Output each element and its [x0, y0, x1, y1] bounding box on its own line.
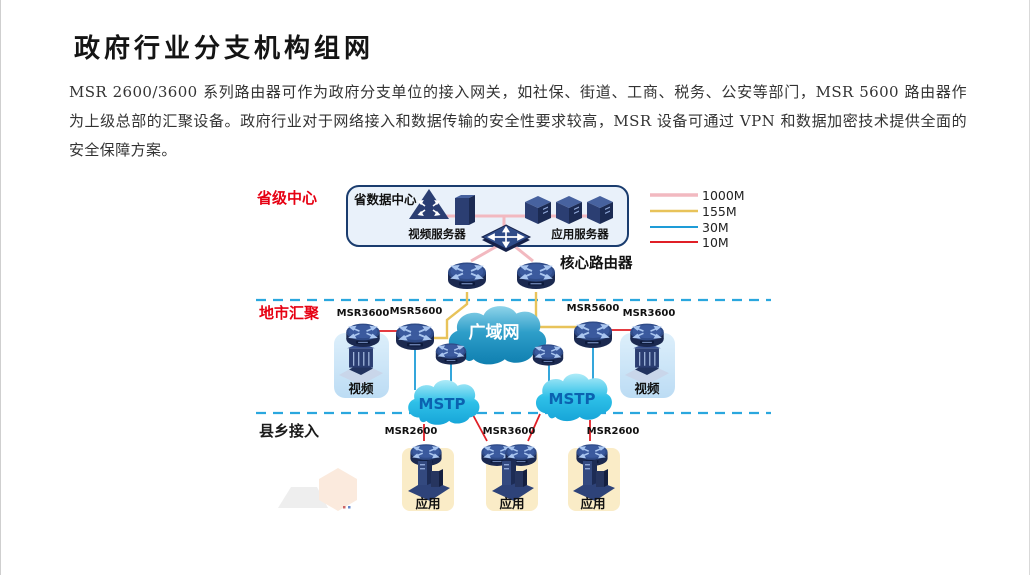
video-server-label: 视频服务器 [408, 227, 466, 241]
legend: 1000M 155M 30M 10M [650, 188, 745, 250]
watermark-mark-blue [348, 506, 351, 509]
city-router-icon-msr5600-right [573, 320, 613, 349]
city-router-label-msr3600-left: MSR3600 [337, 308, 390, 319]
section-label-county: 县乡接入 [259, 422, 319, 440]
section-label-provincial: 省级中心 [256, 189, 317, 207]
city-router-label-msr5600-right: MSR5600 [567, 303, 620, 314]
datacenter-label: 省数据中心 [353, 192, 417, 207]
watermark-shapes [278, 468, 357, 511]
app-server-label: 应用服务器 [551, 227, 609, 241]
app-site-label-3: 应用 [580, 496, 605, 511]
page-title: 政府行业分支机构组网 [74, 34, 375, 64]
mstp-cloud-label-right: MSTP [549, 390, 596, 408]
legend-label-30m: 30M [702, 220, 729, 235]
wan-edge-router-icon-right [532, 343, 564, 367]
app-site-label-1: 应用 [415, 496, 440, 511]
video-site-label-left: 视频 [348, 381, 374, 396]
app-server-icon-3 [587, 196, 613, 224]
video-site-label-right: 视频 [634, 381, 660, 396]
wan-edge-router-icon-left [435, 342, 467, 366]
watermark-mark-red [343, 506, 346, 509]
city-router-icon-msr5600-left [395, 322, 435, 351]
core-router-label: 核心路由器 [560, 254, 633, 272]
mstp-cloud-label-left: MSTP [419, 395, 466, 413]
app-site-label-2: 应用 [499, 496, 524, 511]
intro-paragraph: MSR 2600/3600 系列路由器可作为政府分支单位的接入网关，如社保、街道… [69, 83, 967, 159]
legend-label-1000m: 1000M [702, 188, 745, 203]
county-router-label-3: MSR2600 [587, 426, 640, 437]
watermark-hexagon-gray [278, 487, 328, 508]
core-router-icon-left [447, 261, 487, 290]
city-router-label-msr5600-left: MSR5600 [390, 306, 443, 317]
legend-label-155m: 155M [702, 204, 737, 219]
core-router-icon-right [516, 261, 556, 290]
app-server-icon-1 [525, 196, 551, 224]
county-router-label-1: MSR2600 [385, 426, 438, 437]
city-router-icon-msr3600-left [345, 322, 381, 348]
watermark-hexagon-peach [319, 468, 357, 511]
county-router-label-2: MSR3600 [483, 426, 536, 437]
app-server-icon-2 [556, 196, 582, 224]
wan-cloud-label: 广域网 [469, 322, 520, 343]
section-label-city: 地市汇聚 [259, 304, 320, 322]
city-router-label-msr3600-right: MSR3600 [623, 308, 676, 319]
server-tower-icon [455, 195, 475, 225]
city-router-icon-msr3600-right [629, 322, 665, 348]
legend-label-10m: 10M [702, 235, 729, 250]
